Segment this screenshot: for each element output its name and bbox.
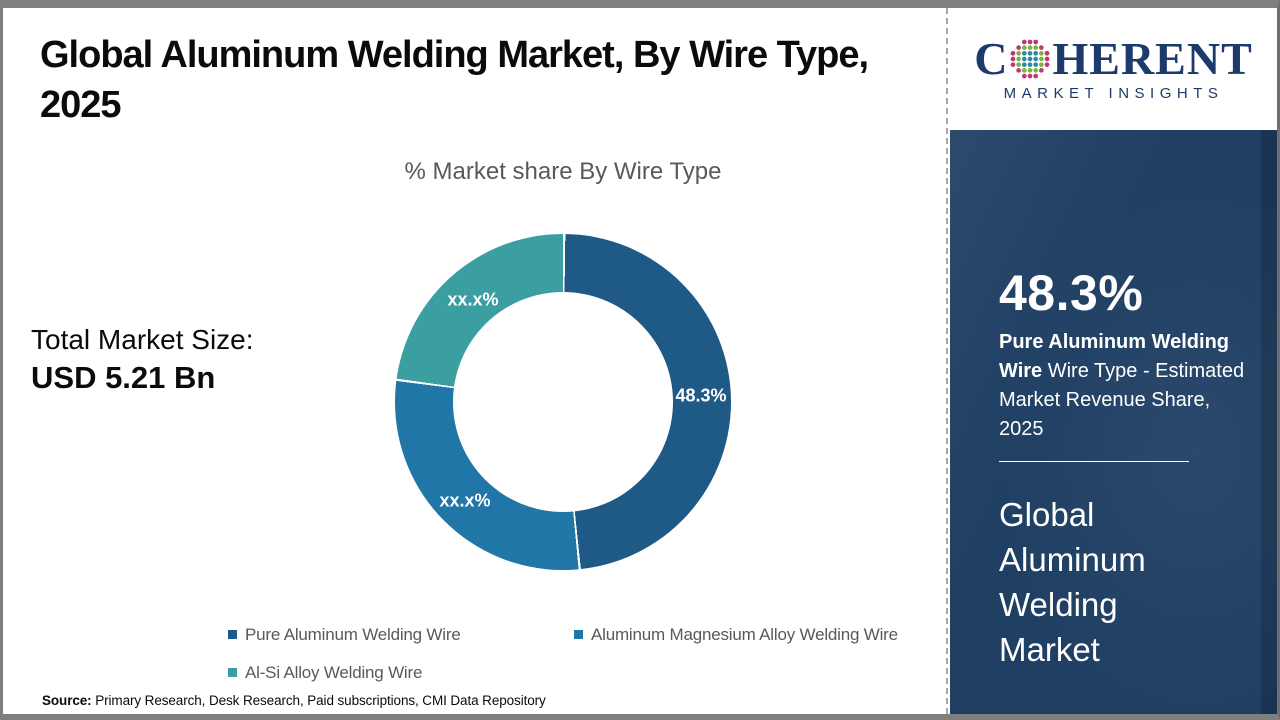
legend-item-pure-aluminum: Pure Aluminum Welding Wire <box>228 625 461 645</box>
source-note: Source: Primary Research, Desk Research,… <box>42 693 546 708</box>
sidebar-market-name: Global Aluminum Welding Market <box>999 496 1146 668</box>
total-market-size-value: USD 5.21 Bn <box>31 360 216 395</box>
sidebar-divider <box>999 461 1189 462</box>
sidebar-panel: 48.3% Pure Aluminum Welding Wire Wire Ty… <box>950 130 1277 714</box>
legend-swatch-al-si-icon <box>228 668 237 677</box>
brand-wordmark: C HERENT <box>974 36 1253 82</box>
segment-label-pure-aluminum: 48.3% <box>675 385 727 406</box>
brand-letters-rest: HERENT <box>1052 33 1253 84</box>
legend-label: Aluminum Magnesium Alloy Welding Wire <box>591 625 898 644</box>
legend-label: Al-Si Alloy Welding Wire <box>245 663 423 682</box>
segment-label-aluminum-magnesium: xx.x% <box>439 490 491 511</box>
legend-item-aluminum-magnesium: Aluminum Magnesium Alloy Welding Wire <box>574 625 898 645</box>
brand-subtitle: MARKET INSIGHTS <box>1003 85 1224 102</box>
segment-label-al-si: xx.x% <box>447 289 499 310</box>
total-market-size-label: Total Market Size: <box>31 324 254 355</box>
legend-swatch-aluminum-magnesium-icon <box>574 630 583 639</box>
infographic-page: Global Aluminum Welding Market, By Wire … <box>3 8 1277 714</box>
globe-dots-icon <box>1011 39 1050 79</box>
source-text: Primary Research, Desk Research, Paid su… <box>91 693 546 708</box>
highlight-share-description: Pure Aluminum Welding Wire Wire Type - E… <box>999 328 1251 444</box>
brand-logo: C HERENT MARKET INSIGHTS <box>950 8 1277 130</box>
main-content: Global Aluminum Welding Market, By Wire … <box>3 8 948 714</box>
legend-swatch-pure-aluminum-icon <box>228 630 237 639</box>
brand-letter-c: C <box>974 33 1009 84</box>
legend-item-al-si: Al-Si Alloy Welding Wire <box>228 663 422 683</box>
chart-title: % Market share By Wire Type <box>404 158 722 185</box>
donut-chart: 48.3% xx.x% xx.x% <box>395 234 731 570</box>
highlight-share-value: 48.3% <box>999 265 1144 321</box>
donut-hole <box>453 292 673 512</box>
highlight-segment-name: Pure Aluminum Welding Wire <box>999 331 1230 382</box>
page-title: Global Aluminum Welding Market, By Wire … <box>40 34 869 126</box>
source-label: Source: <box>42 693 92 708</box>
highlight-share-desc-rest: Wire Type - Estimated Market Revenue Sha… <box>999 360 1245 440</box>
legend-label: Pure Aluminum Welding Wire <box>245 625 461 644</box>
